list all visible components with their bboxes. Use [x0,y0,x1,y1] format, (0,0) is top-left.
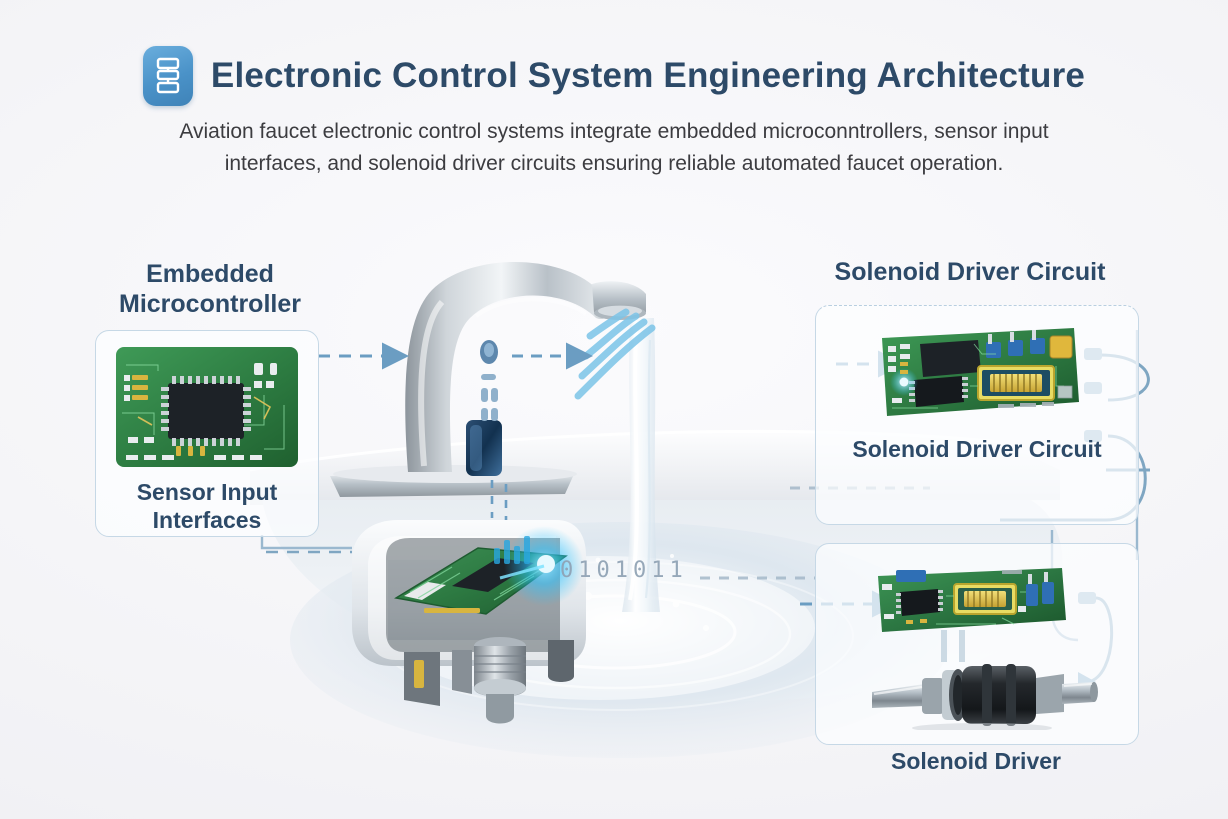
solenoid-driver-card[interactable] [815,543,1139,745]
title-row: Electronic Control System Engineering Ar… [0,46,1228,106]
solenoid-driver-circuit-card[interactable]: Solenoid Driver Circuit [815,305,1139,525]
binary-data-stream: 0101011 [560,558,688,583]
left-node-heading: Embedded Microcontroller [119,260,301,318]
solenoid-driver-circuit-caption: Solenoid Driver Circuit [852,436,1102,462]
solenoid-driver-caption: Solenoid Driver [891,748,1061,774]
header: Electronic Control System Engineering Ar… [0,46,1228,180]
line-module-to-faucet [490,480,508,520]
solenoid-driver-board-image [878,568,1066,632]
page-subtitle: Aviation faucet electronic control syste… [179,120,1049,175]
solenoid-driver-pcb-image [882,328,1079,416]
sitemap-badge-icon [142,46,193,106]
page-title: Electronic Control System Engineering Ar… [210,56,1086,95]
microcontroller-pcb-image [116,347,298,467]
sensor-input-caption: Sensor Input Interfaces [136,479,278,533]
sensor-input-card[interactable]: Sensor Input Interfaces [95,330,319,537]
right-top-node-heading: Solenoid Driver Circuit [834,258,1106,286]
solenoid-valve-image [872,664,1098,730]
